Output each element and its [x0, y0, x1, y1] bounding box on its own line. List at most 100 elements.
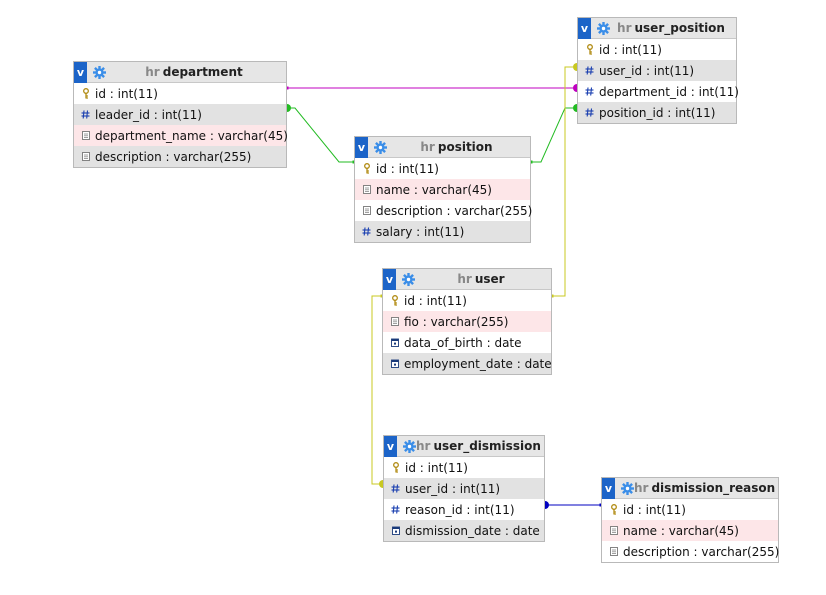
column-label: position_id : int(11): [599, 106, 715, 120]
schema-label: hr: [145, 65, 159, 79]
table-name: user_dismission: [433, 439, 540, 453]
column-label: fio : varchar(255): [404, 315, 508, 329]
primary-key-icon: [362, 163, 371, 174]
column-label: id : int(11): [623, 503, 686, 517]
column-row-data-of-birth[interactable]: data_of_birth : date: [383, 332, 551, 353]
gear-icon[interactable]: [374, 141, 387, 154]
collapse-toggle-button[interactable]: v: [578, 18, 591, 39]
table-header[interactable]: v hrposition: [355, 137, 530, 158]
table-title: hruser_dismission: [416, 439, 544, 453]
gear-icon[interactable]: [403, 440, 416, 453]
gear-icon[interactable]: [597, 22, 610, 35]
column-row-id[interactable]: id : int(11): [355, 158, 530, 179]
collapse-toggle-button[interactable]: v: [355, 137, 368, 158]
primary-key-icon: [585, 44, 594, 55]
column-row-department-id[interactable]: department_id : int(11): [578, 81, 736, 102]
column-row-id[interactable]: id : int(11): [578, 39, 736, 60]
column-label: name : varchar(45): [623, 524, 739, 538]
relation-line-user-to-user-position[interactable]: [552, 67, 577, 296]
column-row-id[interactable]: id : int(11): [602, 499, 778, 520]
column-row-salary[interactable]: salary : int(11): [355, 221, 530, 242]
table-name: department: [163, 65, 243, 79]
column-row-dismission-date[interactable]: dismission_date : date: [384, 520, 544, 541]
column-label: name : varchar(45): [376, 183, 492, 197]
table-name: user_position: [635, 21, 725, 35]
numeric-icon: [585, 86, 594, 97]
table-user[interactable]: v hruser id : int(11) fio : varchar(255) d…: [382, 268, 552, 375]
table-position[interactable]: v hrposition id : int(11) name : varchar(…: [354, 136, 531, 243]
date-icon: [390, 358, 399, 369]
text-icon: [609, 525, 618, 536]
text-icon: [390, 316, 399, 327]
column-label: description : varchar(255): [376, 204, 532, 218]
column-label: user_id : int(11): [405, 482, 500, 496]
column-label: salary : int(11): [376, 225, 464, 239]
column-row-description[interactable]: description : varchar(255): [74, 146, 286, 167]
column-list: id : int(11) user_id : int(11) reason_id :…: [384, 457, 544, 541]
numeric-icon: [81, 109, 90, 120]
table-name: user: [475, 272, 505, 286]
column-row-name[interactable]: name : varchar(45): [602, 520, 778, 541]
column-row-employment-date[interactable]: employment_date : date: [383, 353, 551, 374]
column-label: department_name : varchar(45): [95, 129, 288, 143]
table-department[interactable]: v hr department id : int(11) leader_id : i…: [73, 61, 287, 168]
collapse-toggle-button[interactable]: v: [74, 62, 87, 83]
schema-label: hr: [416, 439, 430, 453]
column-row-description[interactable]: description : varchar(255): [602, 541, 778, 562]
column-row-id[interactable]: id : int(11): [74, 83, 286, 104]
column-row-user-id[interactable]: user_id : int(11): [384, 478, 544, 499]
column-row-department-name[interactable]: department_name : varchar(45): [74, 125, 286, 146]
column-label: department_id : int(11): [599, 85, 739, 99]
gear-icon[interactable]: [621, 482, 634, 495]
table-dismission-reason[interactable]: v hrdismission_reason id : int(11) name :…: [601, 477, 779, 563]
table-header[interactable]: v hr department: [74, 62, 286, 83]
column-list: id : int(11) name : varchar(45) descriptio…: [602, 499, 778, 562]
column-label: user_id : int(11): [599, 64, 694, 78]
column-row-description[interactable]: description : varchar(255): [355, 200, 530, 221]
primary-key-icon: [81, 88, 90, 99]
column-row-fio[interactable]: fio : varchar(255): [383, 311, 551, 332]
column-row-position-id[interactable]: position_id : int(11): [578, 102, 736, 123]
table-title: hr department: [106, 65, 286, 79]
column-row-reason-id[interactable]: reason_id : int(11): [384, 499, 544, 520]
column-row-name[interactable]: name : varchar(45): [355, 179, 530, 200]
relation-line-position-to-user-position[interactable]: [531, 108, 577, 162]
schema-label: hr: [617, 21, 631, 35]
column-row-user-id[interactable]: user_id : int(11): [578, 60, 736, 81]
relation-line-department-to-position[interactable]: [287, 108, 354, 162]
column-label: dismission_date : date: [405, 524, 540, 538]
column-row-id[interactable]: id : int(11): [383, 290, 551, 311]
column-row-leader-id[interactable]: leader_id : int(11): [74, 104, 286, 125]
table-header[interactable]: v hruser_dismission: [384, 436, 544, 457]
column-label: id : int(11): [95, 87, 158, 101]
collapse-toggle-button[interactable]: v: [384, 436, 397, 457]
text-icon: [362, 205, 371, 216]
primary-key-icon: [609, 504, 618, 515]
table-user-dismission[interactable]: v hruser_dismission id : int(11) user_id …: [383, 435, 545, 542]
column-row-id[interactable]: id : int(11): [384, 457, 544, 478]
column-label: id : int(11): [599, 43, 662, 57]
table-name: dismission_reason: [651, 481, 775, 495]
table-header[interactable]: v hrdismission_reason: [602, 478, 778, 499]
collapse-toggle-button[interactable]: v: [383, 269, 396, 290]
column-list: id : int(11) fio : varchar(255) data_of_bi…: [383, 290, 551, 374]
numeric-icon: [362, 226, 371, 237]
numeric-icon: [585, 107, 594, 118]
table-title: hrposition: [387, 140, 530, 154]
primary-key-icon: [390, 295, 399, 306]
column-label: id : int(11): [376, 162, 439, 176]
table-header[interactable]: v hruser: [383, 269, 551, 290]
column-label: leader_id : int(11): [95, 108, 202, 122]
collapse-toggle-button[interactable]: v: [602, 478, 615, 499]
table-header[interactable]: v hr user_position: [578, 18, 736, 39]
date-icon: [390, 337, 399, 348]
column-label: id : int(11): [404, 294, 467, 308]
column-list: id : int(11) user_id : int(11) department_…: [578, 39, 736, 123]
column-label: employment_date : date: [404, 357, 552, 371]
schema-label: hr: [457, 272, 471, 286]
table-user-position[interactable]: v hr user_position id : int(11) user_id : …: [577, 17, 737, 124]
gear-icon[interactable]: [402, 273, 415, 286]
gear-icon[interactable]: [93, 66, 106, 79]
table-title: hruser: [415, 272, 551, 286]
column-label: id : int(11): [405, 461, 468, 475]
